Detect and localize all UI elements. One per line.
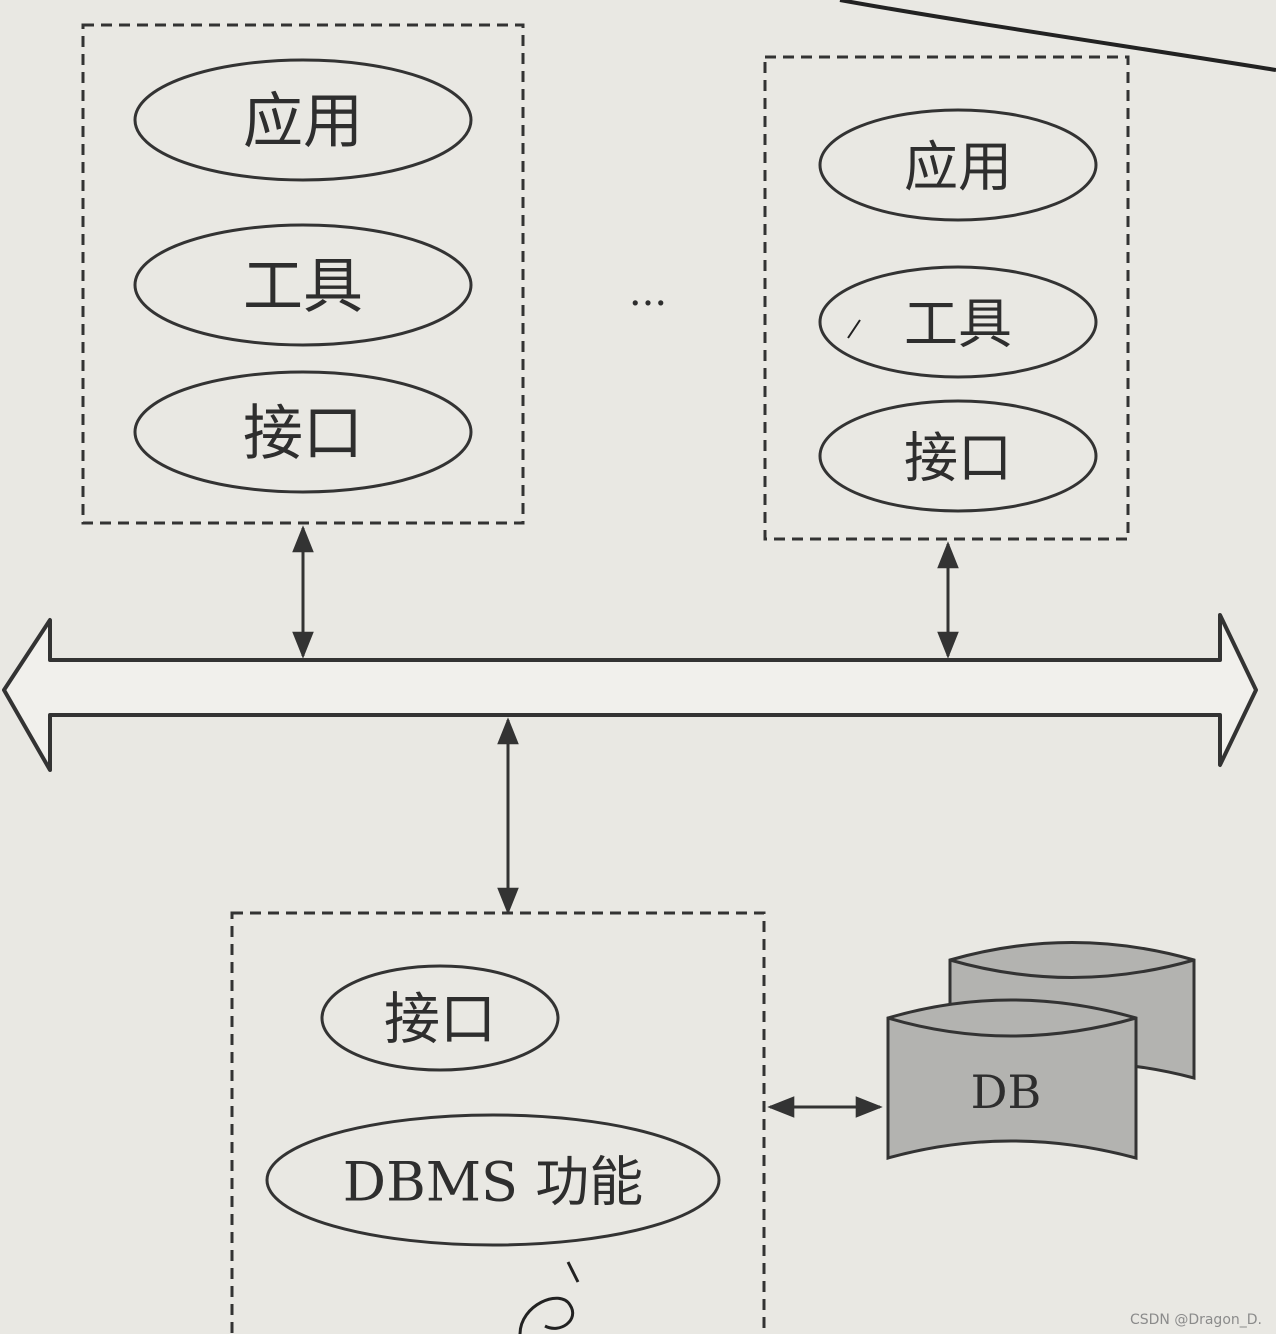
left-tool-ellipse [133, 223, 473, 347]
right-interface-ellipse [818, 399, 1098, 513]
server-interface-label: 接口 [384, 988, 496, 1053]
right-app-label: 应用 [904, 136, 1012, 199]
client-box-right: 应用 工具 接口 [763, 55, 1130, 541]
left-app-ellipse [133, 58, 473, 182]
right-tool-ellipse [818, 265, 1098, 379]
server-box: 接口 DBMS 功能 [230, 911, 766, 1334]
left-interface-ellipse [133, 370, 473, 494]
dbms-ellipse [265, 1113, 721, 1247]
server-interface-ellipse [320, 964, 560, 1072]
network-bus-arrow [2, 613, 1258, 772]
right-tool-label: 工具 [904, 293, 1012, 356]
database-icon: DB [886, 941, 1196, 1160]
pen-scribble [518, 1296, 574, 1334]
ellipsis-label: ... [629, 269, 667, 315]
right-app-ellipse [818, 108, 1098, 222]
dbms-label: DBMS 功能 [343, 1151, 643, 1214]
left-tool-label: 工具 [243, 252, 363, 322]
watermark: CSDN @Dragon_D. [1129, 1312, 1262, 1328]
page-edge [839, 0, 1276, 72]
left-interface-label: 接口 [243, 399, 363, 469]
pen-mark [566, 1261, 580, 1283]
db-label: DB [971, 1065, 1042, 1119]
pen-tick [847, 319, 861, 339]
left-app-label: 应用 [243, 87, 363, 157]
right-interface-label: 接口 [904, 427, 1012, 490]
client-box-left: 应用 工具 接口 [81, 23, 525, 525]
